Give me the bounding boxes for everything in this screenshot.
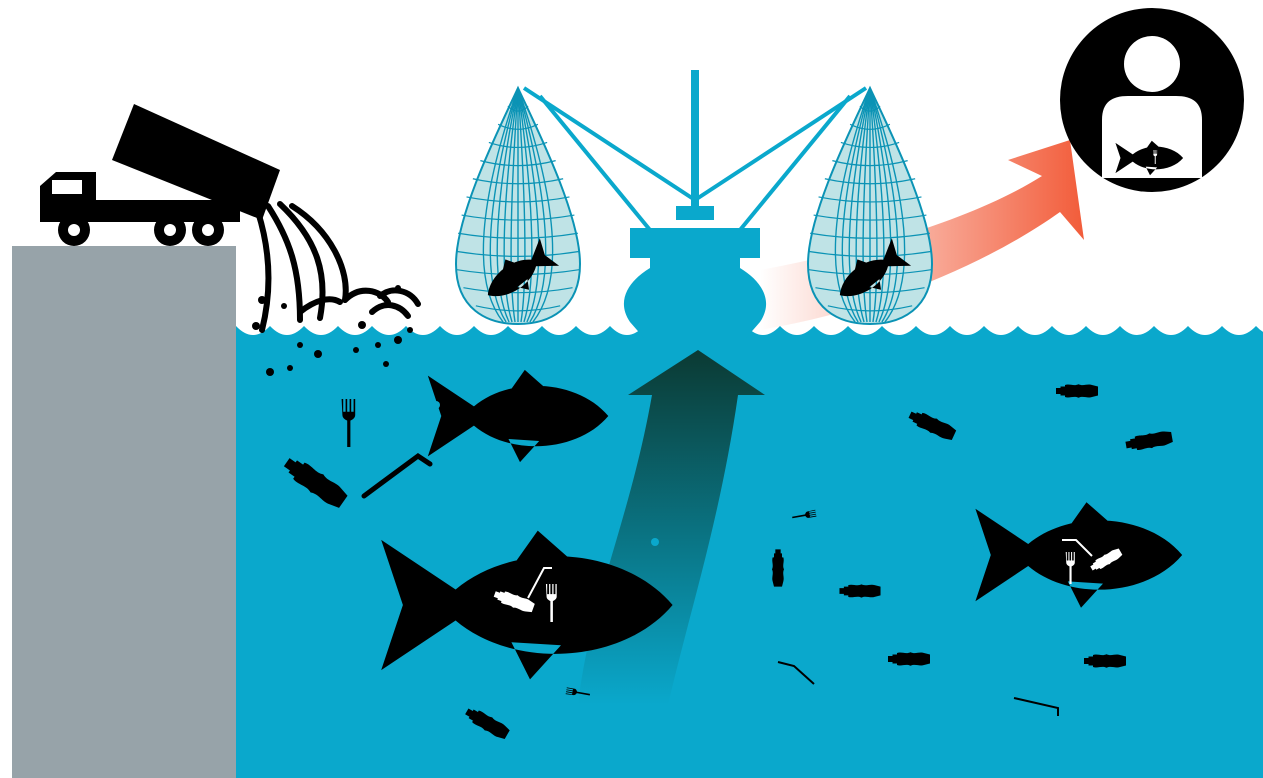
fish-eye bbox=[432, 401, 440, 409]
cliff bbox=[12, 246, 236, 778]
garbage-stream bbox=[258, 204, 418, 330]
dump-truck-icon bbox=[40, 104, 280, 246]
person-eating-fish-icon bbox=[1060, 8, 1244, 192]
